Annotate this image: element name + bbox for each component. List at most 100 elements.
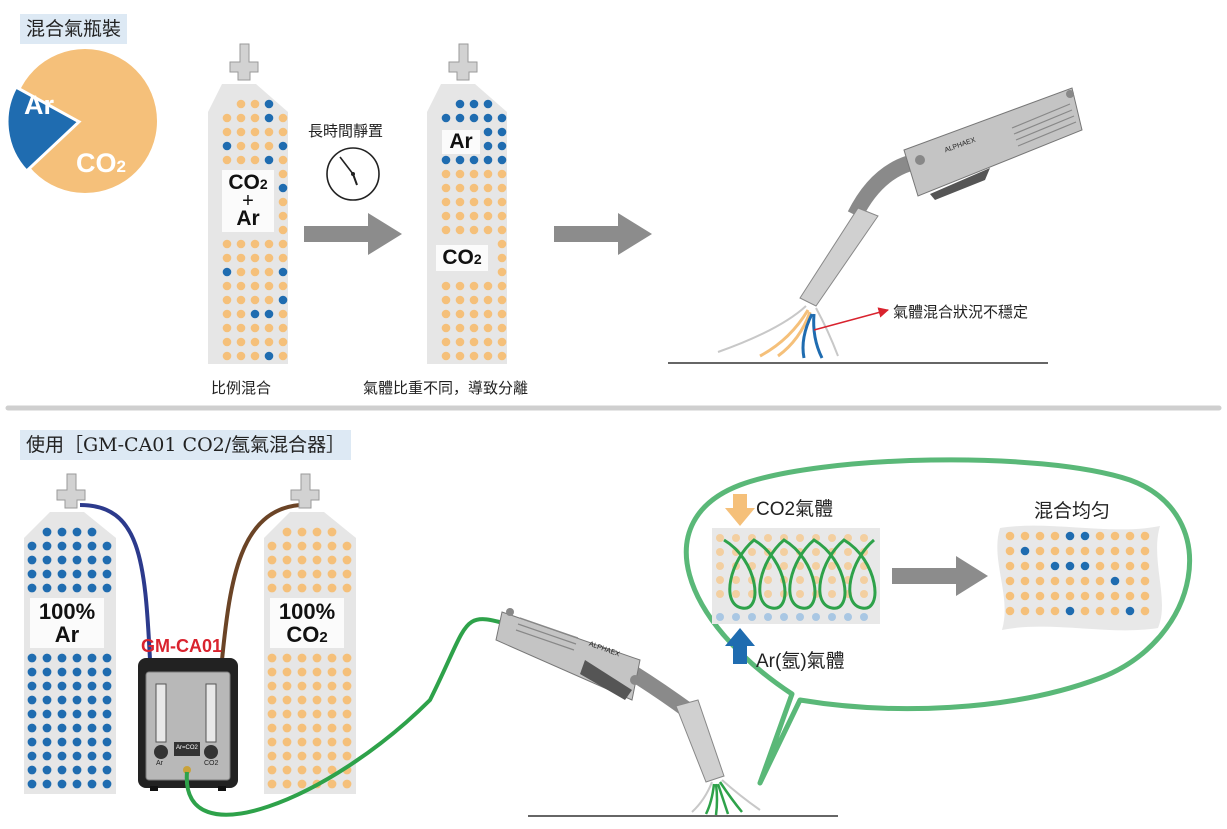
ar-particle xyxy=(57,737,67,747)
co2-particle xyxy=(1095,591,1105,601)
pie-co2-label: CO2 xyxy=(76,148,126,179)
co2-particle xyxy=(497,183,507,193)
ar-particle xyxy=(844,613,852,621)
co2-particle xyxy=(844,562,852,570)
co2-particle xyxy=(497,351,507,361)
co2-particle xyxy=(483,225,493,235)
ar-particle xyxy=(497,155,507,165)
cylinder-body-ar xyxy=(24,512,116,794)
co2-particle xyxy=(282,681,292,691)
co2-particle xyxy=(342,737,352,747)
co2-particle xyxy=(1065,591,1075,601)
co2-particle xyxy=(267,737,277,747)
ar-particle xyxy=(57,723,67,733)
ar-particle xyxy=(87,555,97,565)
co2-particle xyxy=(497,169,507,179)
ar-particle xyxy=(57,779,67,789)
co2-particle xyxy=(1020,561,1030,571)
co2-particle xyxy=(267,695,277,705)
co2-particle xyxy=(1050,546,1060,556)
ar-particle xyxy=(87,765,97,775)
co2-particle xyxy=(222,113,232,123)
co2-particle xyxy=(441,337,451,347)
ar-particle xyxy=(483,113,493,123)
device-knob-ar-label: Ar xyxy=(156,760,163,767)
co2-particle xyxy=(342,569,352,579)
ar-particle xyxy=(497,141,507,151)
co2-particle xyxy=(469,183,479,193)
co2-particle xyxy=(812,548,820,556)
co2-particle xyxy=(236,267,246,277)
co2-particle xyxy=(278,225,288,235)
co2-cylinder-pct: 100% xyxy=(278,599,336,624)
co2-particle xyxy=(342,667,352,677)
co2-particle xyxy=(483,183,493,193)
co2-particle xyxy=(1110,531,1120,541)
co2-particle xyxy=(282,695,292,705)
co2-particle xyxy=(312,737,322,747)
co2-particle xyxy=(222,253,232,263)
co2-particle xyxy=(267,765,277,775)
co2-particle xyxy=(278,253,288,263)
co2-particle xyxy=(250,113,260,123)
ar-particle xyxy=(57,583,67,593)
ar-particle xyxy=(72,667,82,677)
ar-particle xyxy=(102,751,112,761)
co2-particle xyxy=(1050,531,1060,541)
co2-particle xyxy=(860,576,868,584)
co2-particle xyxy=(297,653,307,663)
ar-gas-label: Ar(氬)氣體 xyxy=(756,651,845,672)
co2-particle xyxy=(312,681,322,691)
co2-particle xyxy=(469,295,479,305)
co2-particle xyxy=(1020,606,1030,616)
mixing-chamber xyxy=(712,528,880,624)
ar-particle xyxy=(812,613,820,621)
co2-particle xyxy=(497,281,507,291)
co2-particle xyxy=(297,751,307,761)
torch-handle-top xyxy=(903,87,1083,197)
ar-particle xyxy=(57,555,67,565)
co2-particle xyxy=(250,141,260,151)
co2-particle xyxy=(441,351,451,361)
co2-particle xyxy=(236,253,246,263)
co2-particle xyxy=(455,169,465,179)
ar-particle xyxy=(42,709,52,719)
co2-particle xyxy=(1020,576,1030,586)
co2-particle xyxy=(250,295,260,305)
co2-particle xyxy=(497,267,507,277)
co2-particle xyxy=(469,197,479,207)
co2-particle xyxy=(267,751,277,761)
co2-particle xyxy=(469,225,479,235)
co2-particle xyxy=(222,337,232,347)
gm-ca01-mixer xyxy=(138,658,238,791)
co2-particle xyxy=(264,295,274,305)
ar-particle xyxy=(57,653,67,663)
co2-particle xyxy=(1005,591,1015,601)
co2-particle xyxy=(497,253,507,263)
co2-particle xyxy=(469,169,479,179)
co2-particle xyxy=(327,723,337,733)
co2-particle xyxy=(1035,591,1045,601)
ar-particle xyxy=(278,141,288,151)
co2-particle xyxy=(716,576,724,584)
co2-particle xyxy=(483,295,493,305)
ar-particle xyxy=(72,583,82,593)
device-knob-co2-label: CO2 xyxy=(204,760,219,767)
ar-particle xyxy=(57,751,67,761)
ar-particle xyxy=(72,695,82,705)
arrow-to-mixed xyxy=(892,556,988,596)
co2-particle xyxy=(1095,606,1105,616)
ar-particle xyxy=(732,613,740,621)
co2-particle xyxy=(455,281,465,291)
ar-particle xyxy=(72,751,82,761)
cyl2-caption: 氣體比重不同，導致分離 xyxy=(363,379,529,397)
co2-particle xyxy=(278,127,288,137)
ar-particle xyxy=(278,183,288,193)
ar-particle xyxy=(1050,561,1060,571)
co2-particle xyxy=(796,576,804,584)
co2-particle xyxy=(264,323,274,333)
co2-particle xyxy=(455,351,465,361)
ar-particle xyxy=(27,541,37,551)
ar-particle xyxy=(264,309,274,319)
co2-particle xyxy=(297,541,307,551)
